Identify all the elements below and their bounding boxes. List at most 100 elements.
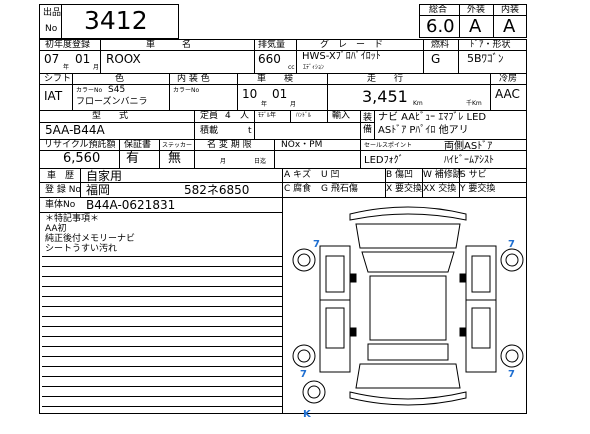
interior-grade: A	[503, 16, 516, 37]
note-line: 純正後付メモリーナビ	[45, 234, 136, 244]
diagram-right-side	[465, 245, 497, 373]
diagram-rear-body	[355, 363, 461, 389]
legend-label: 腐食	[293, 184, 312, 194]
color-name: フローズンバニラ	[76, 97, 148, 107]
interior-color-label: 内 装 色	[177, 74, 210, 84]
import-label: 輸入	[332, 111, 351, 121]
first-reg-month-unit: 月	[93, 64, 100, 71]
legend-code: U	[321, 170, 331, 180]
warranty-label: 保証書	[124, 140, 152, 150]
registration-region: 福岡	[86, 183, 111, 197]
legend-code: Y	[460, 184, 469, 194]
legend-code: W	[423, 170, 435, 180]
ruled-line	[42, 316, 282, 317]
grade-line1: HWS-Xﾌﾟﾛﾊﾟｲﾛｯﾄ	[302, 51, 381, 62]
legend-code: X	[386, 184, 396, 194]
name-change-label: 名 変 期 限	[207, 140, 252, 150]
first-reg-month: 01	[75, 52, 91, 66]
ruled-line	[42, 266, 282, 267]
registration-plate: 582ネ6850	[184, 183, 250, 197]
ruled-line	[42, 356, 282, 357]
ruled-line	[42, 326, 282, 327]
mileage-label: 走 行	[367, 74, 404, 84]
lot-number: 3412	[84, 6, 148, 35]
selling-point-label: セールスポイント	[364, 142, 413, 149]
legend-item: X 要交換	[386, 184, 422, 195]
km-unit: Km	[413, 100, 423, 107]
overall-label: 総合	[429, 5, 448, 15]
fuel-label: 燃料	[431, 40, 450, 50]
spare-tire-icon	[302, 380, 326, 404]
fuel: G	[431, 52, 441, 66]
legend-item: G 飛石傷	[321, 184, 358, 195]
color-no: S45	[108, 85, 126, 95]
legend-code: S	[460, 170, 469, 180]
legend-label: 要交換	[468, 184, 496, 194]
person-unit: 人	[240, 111, 250, 121]
year-model-label: ﾓﾃﾞﾙ年	[258, 112, 277, 119]
history: 自家用	[86, 169, 123, 183]
model-label: 型 式	[92, 111, 129, 121]
diagram-rear-bumper	[349, 391, 467, 406]
sticker: 無	[168, 151, 182, 166]
ruled-line	[42, 386, 282, 387]
model: 5AA-B44A	[45, 123, 105, 137]
history-label: 車 歴	[47, 171, 75, 181]
diagram-front-bumper	[349, 206, 467, 221]
ruled-line	[42, 276, 282, 277]
legend-label: 補修跡	[434, 170, 462, 180]
selling-point-line2-left: LEDﾌｫｸﾞ	[364, 155, 404, 166]
grade-line2: ｴﾃﾞｨｼｮﾝ	[303, 64, 325, 71]
diagram-rear-window	[367, 343, 449, 361]
inspection-year-unit: 年	[261, 101, 268, 108]
load-label: 積載	[200, 126, 219, 136]
legend-label: 傷凹	[395, 170, 414, 180]
diagram-roof	[369, 275, 447, 341]
inspection-label: 車 検	[257, 74, 294, 84]
front-right-tire-icon	[500, 248, 524, 272]
color-label: 色	[115, 74, 125, 84]
note-line: AA初	[45, 224, 67, 234]
displacement-label: 排気量	[258, 40, 286, 50]
exterior-grade: A	[469, 16, 482, 37]
interior-color-no-label: カラーNo	[173, 87, 200, 94]
ruled-line	[42, 406, 282, 407]
ruled-line	[42, 256, 282, 257]
legend-code: B	[386, 170, 396, 180]
legend-label: サビ	[468, 170, 487, 180]
nox-label: NOx・PM	[281, 140, 323, 150]
lot-number-box	[39, 4, 179, 39]
warranty: 有	[126, 151, 140, 166]
inspection-month: 01	[272, 87, 288, 101]
ruled-line	[42, 336, 282, 337]
damage-mark-front-left-tire: 7	[313, 239, 320, 250]
grade-label: グ レ ー ド	[320, 40, 384, 50]
ruled-line	[42, 366, 282, 367]
load-unit: t	[248, 126, 252, 136]
lot-label-top: 出品	[43, 8, 62, 18]
legend-code: G	[321, 184, 331, 194]
recycle-label: リサイクル預託額	[44, 140, 116, 150]
door-shape: 5Bﾜｺﾞﾝ	[467, 52, 504, 65]
sticker-label: ステッカー	[162, 142, 193, 149]
front-left-tire-icon	[292, 248, 316, 272]
legend-item: U 凹	[321, 170, 339, 181]
color-no-label: カラーNo	[76, 87, 103, 94]
notes-heading: ＊特記事項＊	[45, 214, 100, 224]
recycle-amount: 6,560	[63, 151, 101, 166]
chassis-label: 車体No	[45, 200, 76, 210]
first-reg-year: 07	[44, 52, 60, 66]
ruled-line	[42, 376, 282, 377]
inspection-month-unit: 月	[290, 101, 297, 108]
name-change-month-unit: 月	[220, 158, 227, 165]
exterior-label: 外装	[467, 5, 486, 15]
car-damage-diagram	[292, 206, 524, 406]
legend-label: キズ	[293, 170, 312, 180]
ruled-line	[42, 346, 282, 347]
damage-mark-rear-left-tire: 7	[300, 369, 307, 380]
capacity-label: 定員	[200, 111, 219, 121]
diagram-hood	[355, 223, 461, 249]
legend-item: S サビ	[460, 170, 487, 181]
diagram-windshield	[361, 251, 455, 273]
